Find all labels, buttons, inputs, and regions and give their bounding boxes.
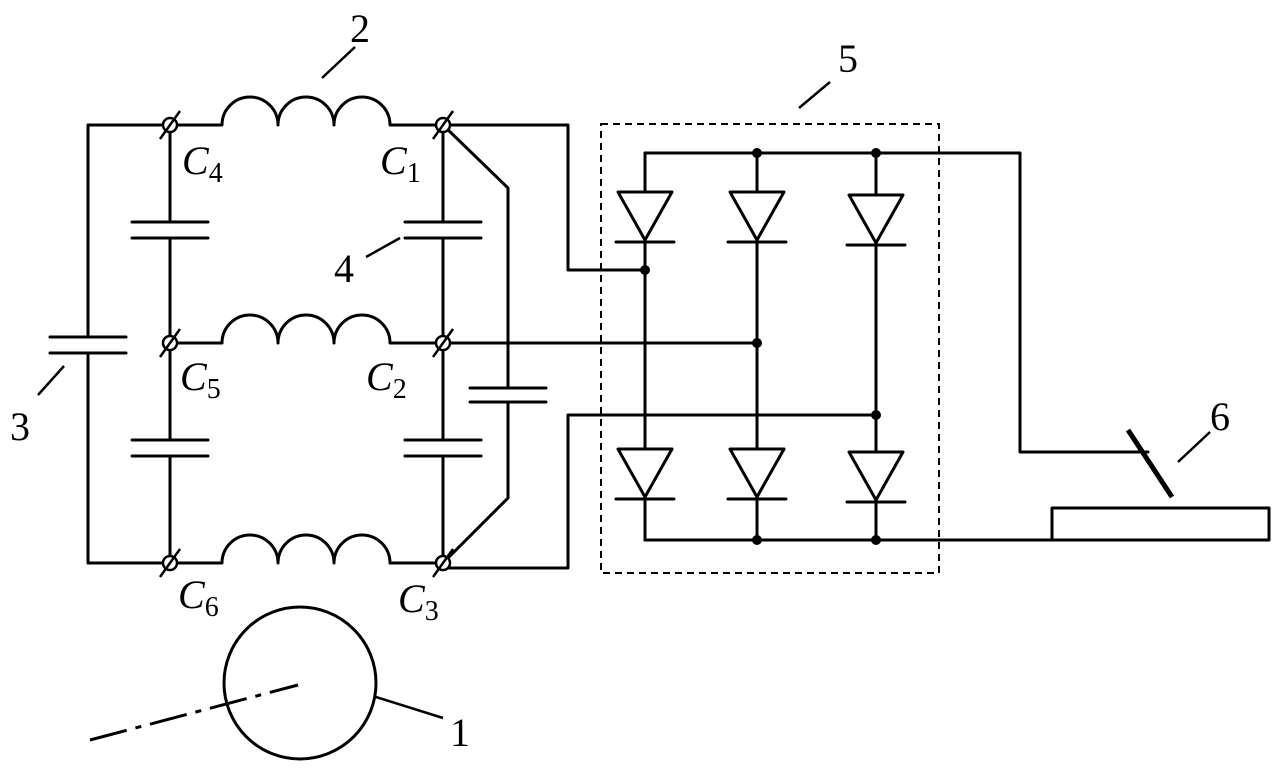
electrode-workpiece [1050,428,1271,542]
label-c2: C2 [366,354,407,405]
terminal-c2-marker [431,328,455,358]
generator-circle [222,605,378,761]
label-c4: C4 [182,138,223,189]
generator [89,605,378,761]
generator-axis [89,683,299,742]
callout-1: 1 [450,710,470,755]
callout-4: 4 [334,246,354,291]
inductor-coils [168,95,445,565]
terminal-c5-marker [158,328,182,358]
callout-3: 3 [10,404,30,449]
leader-5 [798,81,831,109]
leader-6 [1177,431,1211,463]
diode-upper-2 [728,190,786,242]
rectifier-bridge [614,148,1150,545]
callout-2: 2 [350,6,370,51]
workpiece [1050,506,1271,542]
callout-5: 5 [838,36,858,81]
diode-lower-2 [728,447,786,499]
leader-3 [37,365,65,396]
label-c6: C6 [178,572,219,623]
leader-lines [37,46,1211,720]
terminal-markers [158,110,455,578]
leader-2 [321,46,356,79]
diode-upper-3 [847,193,905,245]
terminal-c3-marker [431,548,455,578]
rectifier-feed-wiring [441,123,878,570]
label-c3: C3 [398,576,439,627]
terminal-c6-marker [158,548,182,578]
leader-1 [375,695,444,720]
terminal-c1-marker [431,110,455,140]
rectifier-enclosure [600,123,940,574]
diode-upper-1 [616,190,674,242]
coil-top [168,95,445,127]
coil-middle [168,313,445,345]
electrode [1125,428,1175,499]
terminal-c4-marker [158,110,182,140]
leader-4 [365,236,401,259]
coil-bottom [168,533,445,565]
label-c5: C5 [180,354,221,405]
callout-6: 6 [1210,394,1230,439]
diode-lower-3 [847,450,905,502]
label-c1: C1 [380,138,421,189]
diode-lower-1 [616,447,674,499]
